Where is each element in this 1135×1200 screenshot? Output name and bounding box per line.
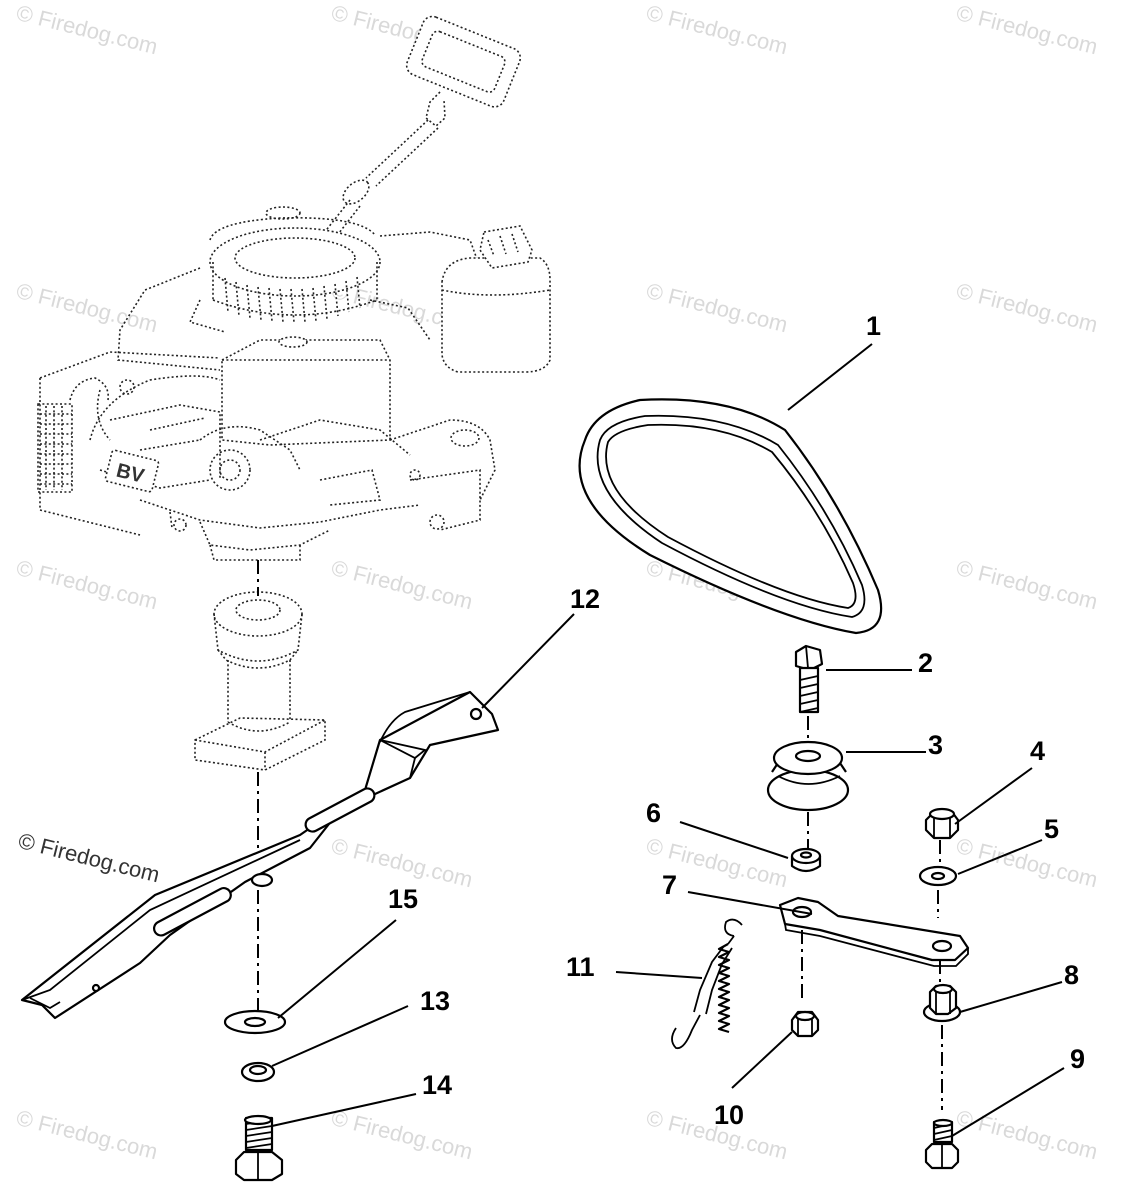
mower-blade: [20, 690, 500, 1020]
dipstick-handle: [405, 15, 522, 108]
nut-10: [790, 1010, 820, 1038]
lock-washer-13: [240, 1061, 276, 1083]
nut-4: [924, 807, 960, 840]
leader-lines: [271, 343, 1065, 1137]
flange-nut-8: [922, 983, 962, 1023]
callout-9: 9: [1070, 1044, 1086, 1074]
callout-4: 4: [1030, 736, 1046, 766]
callout-13: 13: [420, 986, 451, 1016]
callout-10: 10: [714, 1100, 745, 1130]
spacer-6: [790, 847, 822, 873]
spring-11: [671, 918, 743, 1050]
callout-3: 3: [928, 730, 944, 760]
idler-arm-7: [778, 896, 970, 967]
blade-adapter: [194, 591, 326, 771]
bolt-14: [234, 1114, 284, 1182]
callout-12: 12: [570, 584, 601, 614]
engine: BV: [37, 15, 551, 561]
callout-14: 14: [422, 1070, 453, 1100]
washer-5: [918, 865, 958, 887]
idler-pulley-3: [766, 740, 850, 812]
callout-11: 11: [566, 952, 595, 982]
callout-15: 15: [388, 884, 419, 914]
callout-5: 5: [1044, 814, 1060, 844]
bolt-9: [924, 1118, 960, 1170]
callout-7: 7: [662, 870, 678, 900]
drive-belt: [578, 398, 883, 635]
callout-8: 8: [1064, 960, 1080, 990]
callout-2: 2: [918, 648, 934, 678]
bolt-2: [794, 644, 824, 714]
callout-1: 1: [866, 311, 882, 341]
callout-6: 6: [646, 798, 662, 828]
washer-15: [223, 1009, 287, 1035]
